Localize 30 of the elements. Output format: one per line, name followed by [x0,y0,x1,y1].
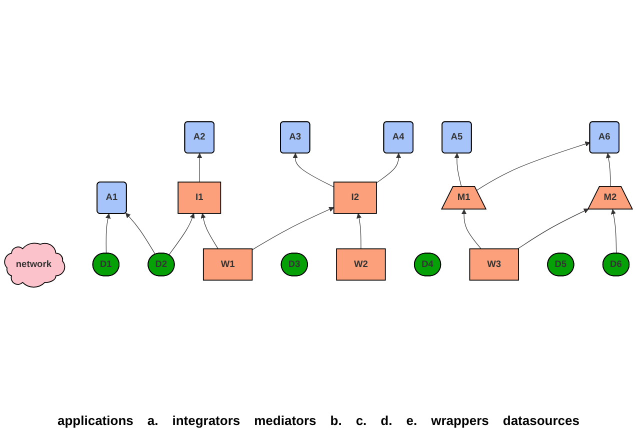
label-text: b. [330,413,342,428]
label-text: e. [406,413,418,428]
arrow [606,153,611,188]
arrow [200,213,218,250]
arrow [197,153,202,182]
arrow [106,214,111,254]
arrow [356,213,362,250]
arrow [461,209,482,250]
node-box: I1 [178,182,222,214]
arrow [454,153,462,188]
node-box: W1 [202,248,253,281]
node-box: W2 [336,248,386,281]
arrow [518,208,589,250]
label-text: mediators [254,413,316,428]
label-text: c. [356,413,367,428]
label-text: integrators [172,413,240,428]
arrow [125,212,156,255]
node-box: I2 [333,182,377,214]
arrow [376,153,402,184]
label-text: datasources [502,413,580,428]
arrow [610,209,617,254]
label-text: a. [147,413,158,428]
label-text: d. [380,413,392,428]
arrow [292,153,334,188]
node-box: W3 [469,248,519,281]
arrow [252,207,334,250]
arrow [168,213,195,256]
label-text: wrappers [431,413,489,428]
arrow [476,142,590,191]
label-text: applications [58,413,134,428]
